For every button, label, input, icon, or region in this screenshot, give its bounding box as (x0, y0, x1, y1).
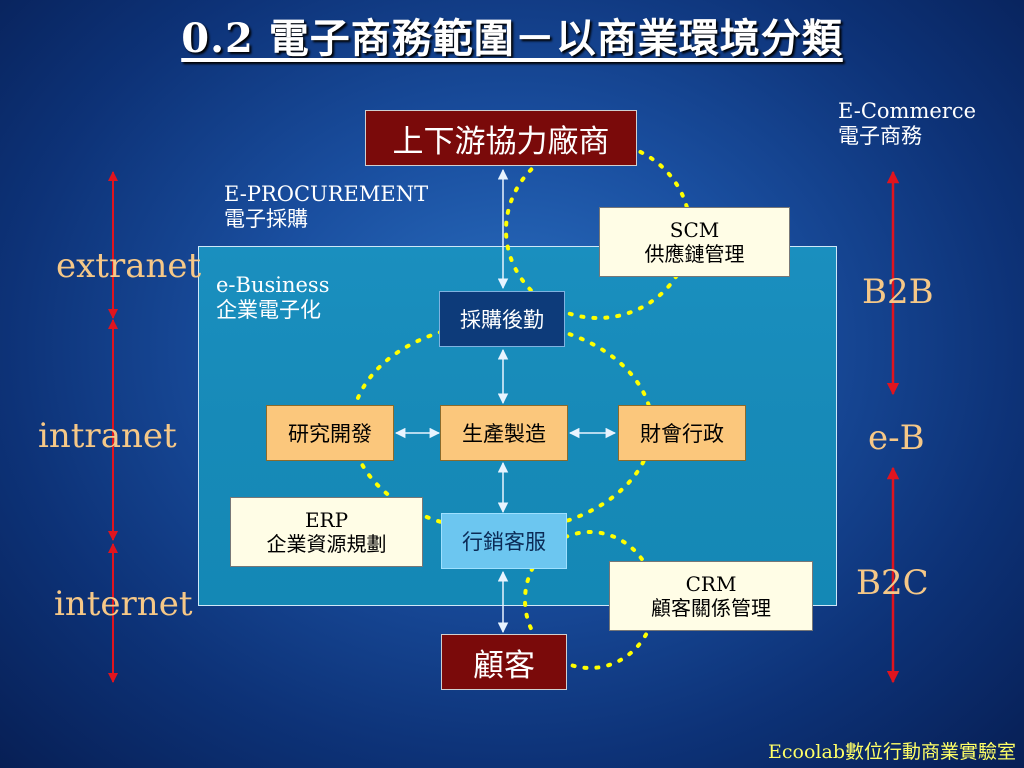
node-marketing-service: 行銷客服 (441, 513, 567, 569)
node-supplier: 上下游協力廠商 (365, 110, 637, 166)
e-commerce-label-en: E-Commerce (838, 99, 977, 123)
e-commerce-label: E-Commerce 電子商務 (838, 99, 976, 149)
callout-erp-en: ERP (304, 508, 349, 532)
callout-crm-zh: 顧客關係管理 (651, 596, 771, 620)
callout-erp-zh: 企業資源規劃 (266, 532, 387, 556)
e-commerce-label-zh: 電子商務 (838, 124, 922, 149)
e-procurement-label-en: E-PROCUREMENT (224, 182, 429, 206)
callout-scm: SCM 供應鏈管理 (599, 207, 790, 277)
label-e-b: e-B (868, 418, 925, 458)
e-business-label-zh: 企業電子化 (216, 298, 321, 323)
e-procurement-label-zh: 電子採購 (224, 207, 308, 232)
node-purchasing-logistics: 採購後勤 (439, 291, 565, 347)
callout-erp: ERP 企業資源規劃 (230, 497, 423, 567)
e-business-label-en: e-Business (216, 273, 330, 297)
label-internet: internet (54, 584, 193, 624)
label-intranet: intranet (38, 416, 177, 456)
callout-crm-en: CRM (685, 572, 737, 596)
node-finance-admin: 財會行政 (618, 405, 746, 461)
node-research-development: 研究開發 (266, 405, 394, 461)
e-procurement-label: E-PROCUREMENT 電子採購 (224, 182, 428, 232)
node-customer: 顧客 (441, 634, 567, 690)
label-b2b: B2B (862, 272, 934, 312)
label-b2c: B2C (856, 563, 929, 603)
node-production: 生產製造 (440, 405, 568, 461)
callout-scm-en: SCM (669, 218, 720, 242)
page-title: 0.2 電子商務範圍－以商業環境分類 (181, 15, 843, 62)
label-extranet: extranet (56, 246, 202, 286)
footer-credit: Ecoolab數位行動商業實驗室 (768, 741, 1016, 763)
e-business-label: e-Business 企業電子化 (216, 273, 329, 323)
callout-crm: CRM 顧客關係管理 (609, 561, 813, 631)
callout-scm-zh: 供應鏈管理 (644, 242, 745, 266)
